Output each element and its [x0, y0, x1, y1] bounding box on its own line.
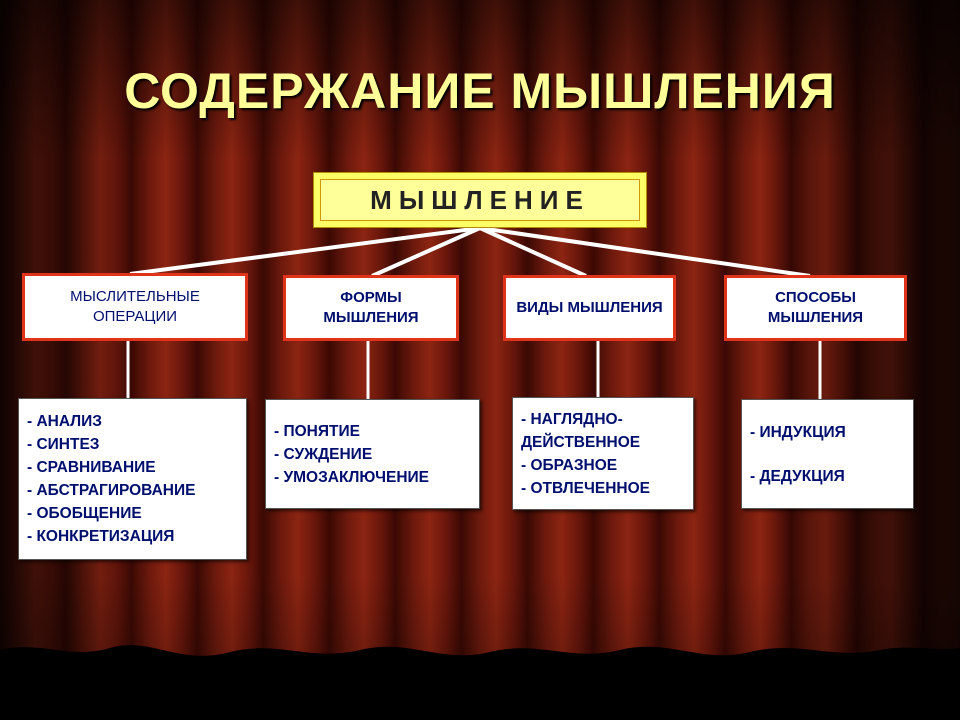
list-item: - АБСТРАГИРОВАНИЕ [27, 482, 196, 499]
list-types: - НАГЛЯДНО- ДЕЙСТВЕННОЕ - ОБРАЗНОЕ - ОТВ… [512, 397, 694, 510]
category-operations: МЫСЛИТЕЛЬНЫЕ ОПЕРАЦИИ [22, 273, 248, 341]
list-item: - ОТВЛЕЧЕННОЕ [521, 479, 651, 497]
list-item: - СРАВНИВАНИЕ [27, 459, 156, 476]
list-item: - АНАЛИЗ [27, 413, 102, 430]
category-forms-label: ФОРМЫ МЫШЛЕНИЯ [323, 289, 419, 326]
list-item: - ОБРАЗНОЕ [521, 456, 618, 474]
connector-root-to-operations [129, 226, 481, 276]
list-item: - ПОНЯТИЕ [274, 422, 360, 440]
category-types-label: ВИДЫ МЫШЛЕНИЯ [516, 299, 663, 316]
list-item: - СИНТЕЗ [27, 436, 100, 453]
slide-title: СОДЕРЖАНИЕ МЫШЛЕНИЯ [124, 63, 836, 119]
root-node-label: МЫШЛЕНИЕ [320, 179, 640, 221]
list-operations: - АНАЛИЗ - СИНТЕЗ - СРАВНИВАНИЕ - АБСТРА… [18, 398, 247, 560]
connector-root-to-forms [371, 226, 481, 278]
list-item: - СУЖДЕНИЕ [274, 445, 373, 463]
connector-root-to-methods [479, 226, 811, 278]
list-item: - ОБОБЩЕНИЕ [27, 505, 142, 522]
category-operations-label: МЫСЛИТЕЛЬНЫЕ ОПЕРАЦИИ [70, 288, 200, 325]
list-methods: - ИНДУКЦИЯ - ДЕДУКЦИЯ [741, 399, 914, 509]
list-forms: - ПОНЯТИЕ - СУЖДЕНИЕ - УМОЗАКЛЮЧЕНИЕ [265, 399, 480, 509]
list-item: - КОНКРЕТИЗАЦИЯ [27, 528, 175, 545]
list-item: ДЕЙСТВЕННОЕ [521, 433, 641, 451]
connector-root-to-types [479, 226, 587, 278]
list-item: - ДЕДУКЦИЯ [750, 467, 845, 485]
root-node: МЫШЛЕНИЕ [313, 172, 647, 228]
list-item: - НАГЛЯДНО- [521, 410, 623, 428]
list-item: - УМОЗАКЛЮЧЕНИЕ [274, 468, 429, 486]
category-methods: СПОСОБЫ МЫШЛЕНИЯ [724, 275, 907, 341]
category-forms: ФОРМЫ МЫШЛЕНИЯ [283, 275, 459, 341]
category-methods-label: СПОСОБЫ МЫШЛЕНИЯ [767, 289, 864, 326]
category-types: ВИДЫ МЫШЛЕНИЯ [503, 275, 676, 341]
list-item: - ИНДУКЦИЯ [750, 423, 846, 441]
